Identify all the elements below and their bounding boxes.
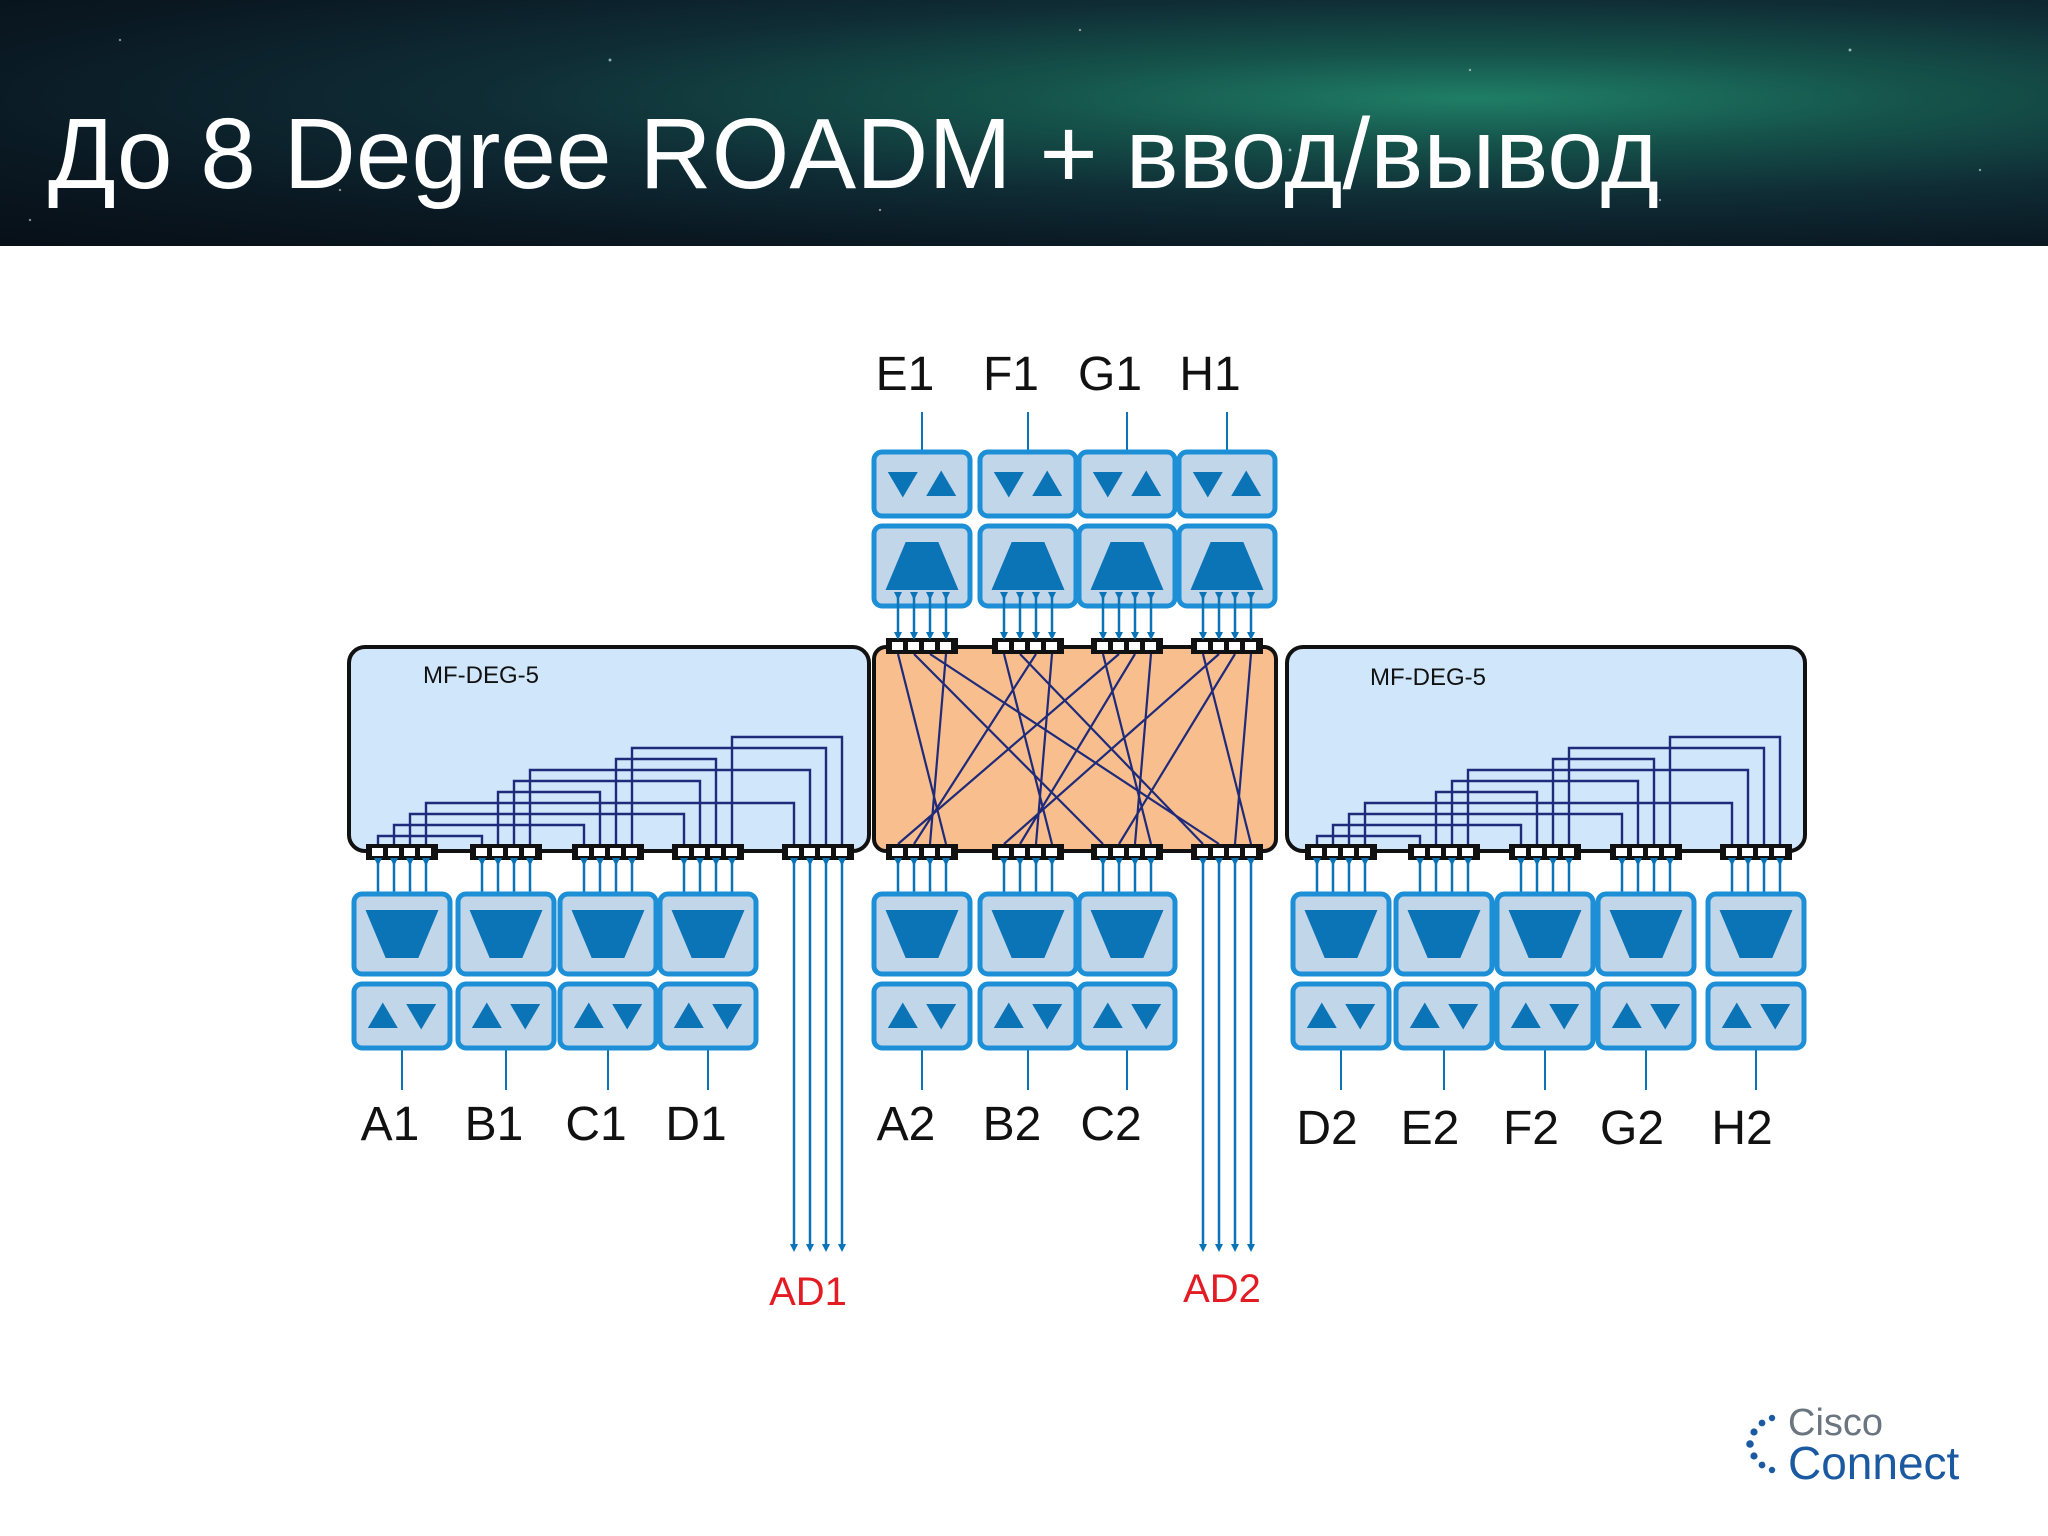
top-fan-3 xyxy=(1099,592,1155,640)
right-amplifier-tile-2 xyxy=(1393,981,1495,1051)
left-amplifier-tile-3 xyxy=(557,981,659,1051)
port-label-E2: E2 xyxy=(1401,1102,1460,1155)
left-amplifier-tile-2 xyxy=(455,981,557,1051)
left-connector-2 xyxy=(470,844,542,860)
left-connector-4 xyxy=(672,844,744,860)
right-connector-1 xyxy=(1305,844,1377,860)
top-fan-2 xyxy=(1000,592,1056,640)
cisco-connect-logo: Cisco Connect xyxy=(1738,1402,1998,1489)
top-fan-4 xyxy=(1199,592,1255,640)
port-label-F1: F1 xyxy=(983,348,1039,401)
top-amplifier-tile-3 xyxy=(1076,449,1178,519)
center-amplifier-tile-1 xyxy=(871,981,973,1051)
port-label-B2: B2 xyxy=(983,1098,1042,1151)
center-mux-tile-1 xyxy=(871,891,973,977)
center-top-connector-1 xyxy=(886,638,958,654)
logo-connect-text: Connect xyxy=(1788,1437,1960,1489)
center-mux-tile-2 xyxy=(977,891,1079,977)
port-label-H2: H2 xyxy=(1711,1102,1772,1155)
center-top-connector-3 xyxy=(1091,638,1163,654)
right-mux-tile-5 xyxy=(1705,891,1807,977)
left-amplifier-tile-4 xyxy=(657,981,759,1051)
left-module-label: MF-DEG-5 xyxy=(423,662,539,689)
port-label-G1: G1 xyxy=(1078,348,1142,401)
top-mux-tile-4 xyxy=(1176,523,1278,609)
top-mux-tile-2 xyxy=(977,523,1079,609)
center-mux-tile-3 xyxy=(1076,891,1178,977)
right-amplifier-tile-5 xyxy=(1705,981,1807,1051)
left-mux-tile-2 xyxy=(455,891,557,977)
port-label-G2: G2 xyxy=(1600,1102,1664,1155)
port-label-D2: D2 xyxy=(1296,1102,1357,1155)
header-banner: До 8 Degree ROADM + ввод/вывод xyxy=(0,0,2048,246)
center-top-connector-4 xyxy=(1191,638,1263,654)
right-mux-tile-2 xyxy=(1393,891,1495,977)
right-mux-tile-3 xyxy=(1494,891,1596,977)
add-drop-label-2: AD2 xyxy=(1183,1267,1261,1311)
right-connector-4 xyxy=(1610,844,1682,860)
top-amplifier-tile-4 xyxy=(1176,449,1278,519)
logo-cisco-text: Cisco xyxy=(1788,1402,1884,1444)
right-amplifier-tile-3 xyxy=(1494,981,1596,1051)
starfield-background xyxy=(0,0,2048,246)
right-connector-3 xyxy=(1509,844,1581,860)
port-label-C1: C1 xyxy=(565,1098,626,1151)
port-label-A1: A1 xyxy=(361,1098,420,1151)
top-mux-tile-3 xyxy=(1076,523,1178,609)
top-fan-1 xyxy=(894,592,950,640)
right-amplifier-tile-4 xyxy=(1595,981,1697,1051)
add-drop-arrows-1 xyxy=(790,858,846,1252)
top-mux-tile-1 xyxy=(871,523,973,609)
cisco-dots-icon xyxy=(1746,1414,1776,1474)
left-amplifier-tile-1 xyxy=(351,981,453,1051)
left-mux-tile-3 xyxy=(557,891,659,977)
port-label-F2: F2 xyxy=(1503,1102,1559,1155)
center-cross-connect-wiring xyxy=(896,653,1253,845)
right-amplifier-tile-1 xyxy=(1290,981,1392,1051)
top-amplifier-tile-1 xyxy=(871,449,973,519)
center-amplifier-tile-2 xyxy=(977,981,1079,1051)
left-mux-tile-1 xyxy=(351,891,453,977)
page-title: До 8 Degree ROADM + ввод/вывод xyxy=(48,98,1660,210)
right-mux-tile-4 xyxy=(1595,891,1697,977)
left-mux-tile-4 xyxy=(657,891,759,977)
port-label-A2: A2 xyxy=(877,1098,936,1151)
port-label-H1: H1 xyxy=(1179,348,1240,401)
add-drop-arrows-2 xyxy=(1199,858,1255,1252)
left-connector-3 xyxy=(572,844,644,860)
port-label-D1: D1 xyxy=(665,1098,726,1151)
right-mux-tile-1 xyxy=(1290,891,1392,977)
center-top-connector-2 xyxy=(992,638,1064,654)
left-connector-1 xyxy=(366,844,438,860)
add-drop-label-1: AD1 xyxy=(769,1270,847,1314)
center-bottom-connector-2 xyxy=(992,844,1064,860)
right-module-label: MF-DEG-5 xyxy=(1370,664,1486,691)
port-label-E1: E1 xyxy=(876,348,935,401)
right-connector-5 xyxy=(1720,844,1792,860)
port-label-B1: B1 xyxy=(465,1098,524,1151)
center-bottom-connector-3 xyxy=(1091,844,1163,860)
right-connector-2 xyxy=(1408,844,1480,860)
top-amplifier-tile-2 xyxy=(977,449,1079,519)
center-bottom-connector-1 xyxy=(886,844,958,860)
center-bottom-connector-4 xyxy=(1191,844,1263,860)
left-module-wiring xyxy=(376,735,844,844)
left-connector-5 xyxy=(782,844,854,860)
port-label-C2: C2 xyxy=(1080,1098,1141,1151)
right-module-wiring xyxy=(1315,735,1782,844)
center-amplifier-tile-3 xyxy=(1076,981,1178,1051)
